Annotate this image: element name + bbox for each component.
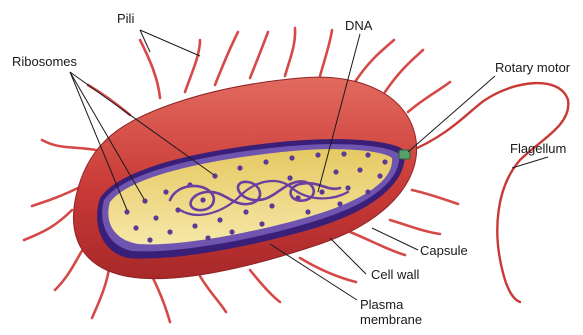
ribosome: [229, 229, 234, 234]
ribosome: [243, 209, 248, 214]
pilus: [42, 140, 96, 150]
pilus: [215, 32, 238, 85]
pilus: [385, 50, 423, 92]
pilus: [320, 30, 332, 76]
pilus: [390, 220, 440, 234]
pilus: [250, 270, 280, 302]
ribosome: [200, 197, 205, 202]
ribosome: [263, 159, 268, 164]
ribosome: [237, 165, 242, 170]
pilus: [24, 210, 72, 240]
capsule-label: Capsule: [420, 244, 468, 259]
pilus: [412, 190, 458, 204]
pilus: [250, 32, 268, 78]
ribosome: [133, 225, 138, 230]
ribosome: [163, 189, 168, 194]
rotary-motor-leader: [408, 76, 495, 152]
ribosome: [287, 175, 292, 180]
ribosome: [341, 151, 346, 156]
ribosome: [305, 209, 310, 214]
ribosome: [124, 209, 129, 214]
pilus: [408, 82, 450, 112]
cell-wall-label: Cell wall: [371, 268, 419, 283]
pili-leader: [140, 30, 200, 56]
flagellum-label: Flagellum: [510, 142, 583, 157]
ribosome: [217, 217, 222, 222]
ribosome: [365, 189, 370, 194]
ribosome: [333, 169, 338, 174]
pilus: [355, 40, 394, 82]
ribosome: [319, 189, 324, 194]
ribosome: [269, 203, 274, 208]
ribosomes-label: Ribosomes: [12, 55, 77, 70]
ribosome: [315, 152, 320, 157]
pilus: [350, 232, 405, 255]
ribosome: [289, 155, 294, 160]
ribosome: [259, 221, 264, 226]
ribosome: [205, 235, 210, 240]
pilus: [55, 244, 86, 290]
ribosome: [357, 167, 362, 172]
ribosome: [142, 198, 147, 203]
ribosome: [382, 159, 387, 164]
ribosome: [167, 229, 172, 234]
pilus: [300, 258, 356, 282]
pilus: [200, 276, 226, 312]
ribosome: [365, 152, 370, 157]
ribosome: [345, 185, 350, 190]
pilus: [285, 28, 295, 76]
ribosome: [377, 173, 382, 178]
ribosome: [147, 237, 152, 242]
plasma-membrane-label: Plasma membrane: [360, 298, 438, 328]
pilus: [140, 40, 160, 98]
pilus: [185, 40, 200, 92]
flagellum: [408, 83, 568, 302]
pilus: [150, 272, 170, 322]
rotary-motor-label: Rotary motor: [495, 61, 570, 76]
dna-label: DNA: [345, 19, 372, 34]
capsule-leader: [372, 228, 418, 250]
pili-label: Pili: [117, 12, 134, 27]
cell-wall-leader: [330, 238, 366, 274]
ribosome: [153, 215, 158, 220]
ribosome: [337, 201, 342, 206]
ribosome: [192, 223, 197, 228]
